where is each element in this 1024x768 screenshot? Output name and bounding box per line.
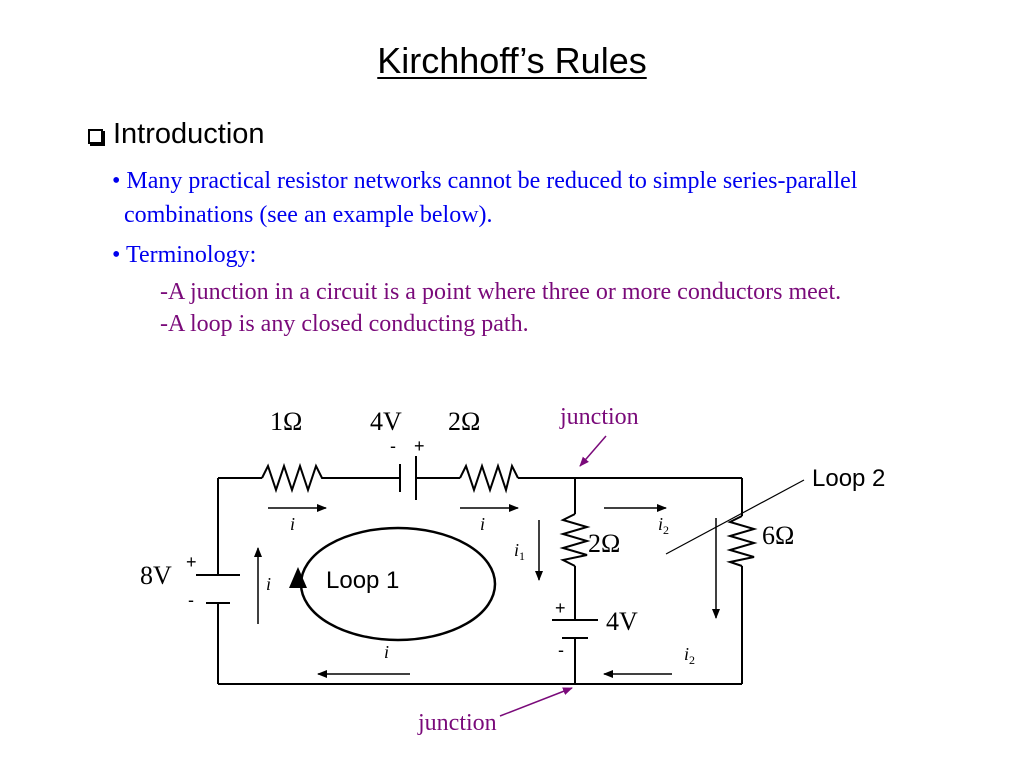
page-title: Kirchhoff’s Rules — [0, 40, 1024, 82]
junction-bottom-pointer — [499, 687, 573, 717]
checkbox-bullet-icon — [88, 129, 103, 144]
label-current-i2-bottom: i2 — [684, 644, 695, 667]
label-resistor-1-ohm: 1Ω — [270, 407, 302, 436]
label-resistor-2-ohm-top: 2Ω — [448, 407, 480, 436]
label-loop-1: Loop 1 — [326, 567, 399, 594]
label-resistor-6-ohm: 6Ω — [762, 521, 794, 550]
label-current-i-left: i — [266, 574, 271, 594]
battery-4v-middle — [552, 619, 598, 639]
bullet-1-line-2: combinations (see an example below). — [124, 202, 493, 228]
label-battery-4v-top: 4V — [370, 407, 402, 436]
resistor-2-ohm-middle — [559, 513, 591, 567]
section-heading-text: Introduction — [113, 118, 265, 150]
loop-2-pointer-line — [665, 479, 805, 555]
label-battery-left-plus: + — [186, 552, 197, 572]
label-resistor-2-ohm-middle: 2Ω — [588, 529, 620, 558]
battery-4v-top — [399, 456, 417, 500]
definition-loop: -A loop is any closed conducting path. — [160, 311, 529, 337]
label-battery-left-minus: - — [188, 590, 194, 610]
circuit-wires — [217, 477, 743, 685]
definition-junction: -A junction in a circuit is a point wher… — [160, 279, 842, 305]
section-heading: Introduction — [88, 118, 265, 151]
label-current-i-top-left: i — [290, 514, 295, 534]
label-battery-middle-minus: - — [558, 640, 564, 660]
loop-1-direction-icon — [289, 567, 307, 588]
label-battery-4v-middle: 4V — [606, 607, 638, 636]
label-battery-top-plus: + — [414, 436, 425, 456]
label-battery-top-minus: - — [390, 436, 396, 456]
page-title-text: Kirchhoff’s Rules — [377, 40, 647, 81]
label-current-i1: i1 — [514, 540, 525, 563]
label-current-i-bottom: i — [384, 642, 389, 662]
resistor-6-ohm — [726, 515, 758, 567]
label-battery-8v: 8V — [140, 561, 172, 590]
bullet-2: • Terminology: — [112, 242, 257, 268]
label-current-i2-top: i2 — [658, 514, 669, 537]
bullet-1-line-1: • Many practical resistor networks canno… — [112, 168, 858, 194]
battery-8v — [196, 574, 240, 604]
resistor-2-ohm-top — [459, 462, 519, 494]
label-loop-2: Loop 2 — [812, 465, 885, 492]
label-current-i-top-middle: i — [480, 514, 485, 534]
label-battery-middle-plus: + — [555, 598, 566, 618]
resistor-1-ohm — [261, 462, 326, 494]
label-junction-top: junction — [559, 404, 639, 430]
junction-top-pointer — [579, 435, 607, 467]
label-junction-bottom: junction — [417, 710, 497, 736]
